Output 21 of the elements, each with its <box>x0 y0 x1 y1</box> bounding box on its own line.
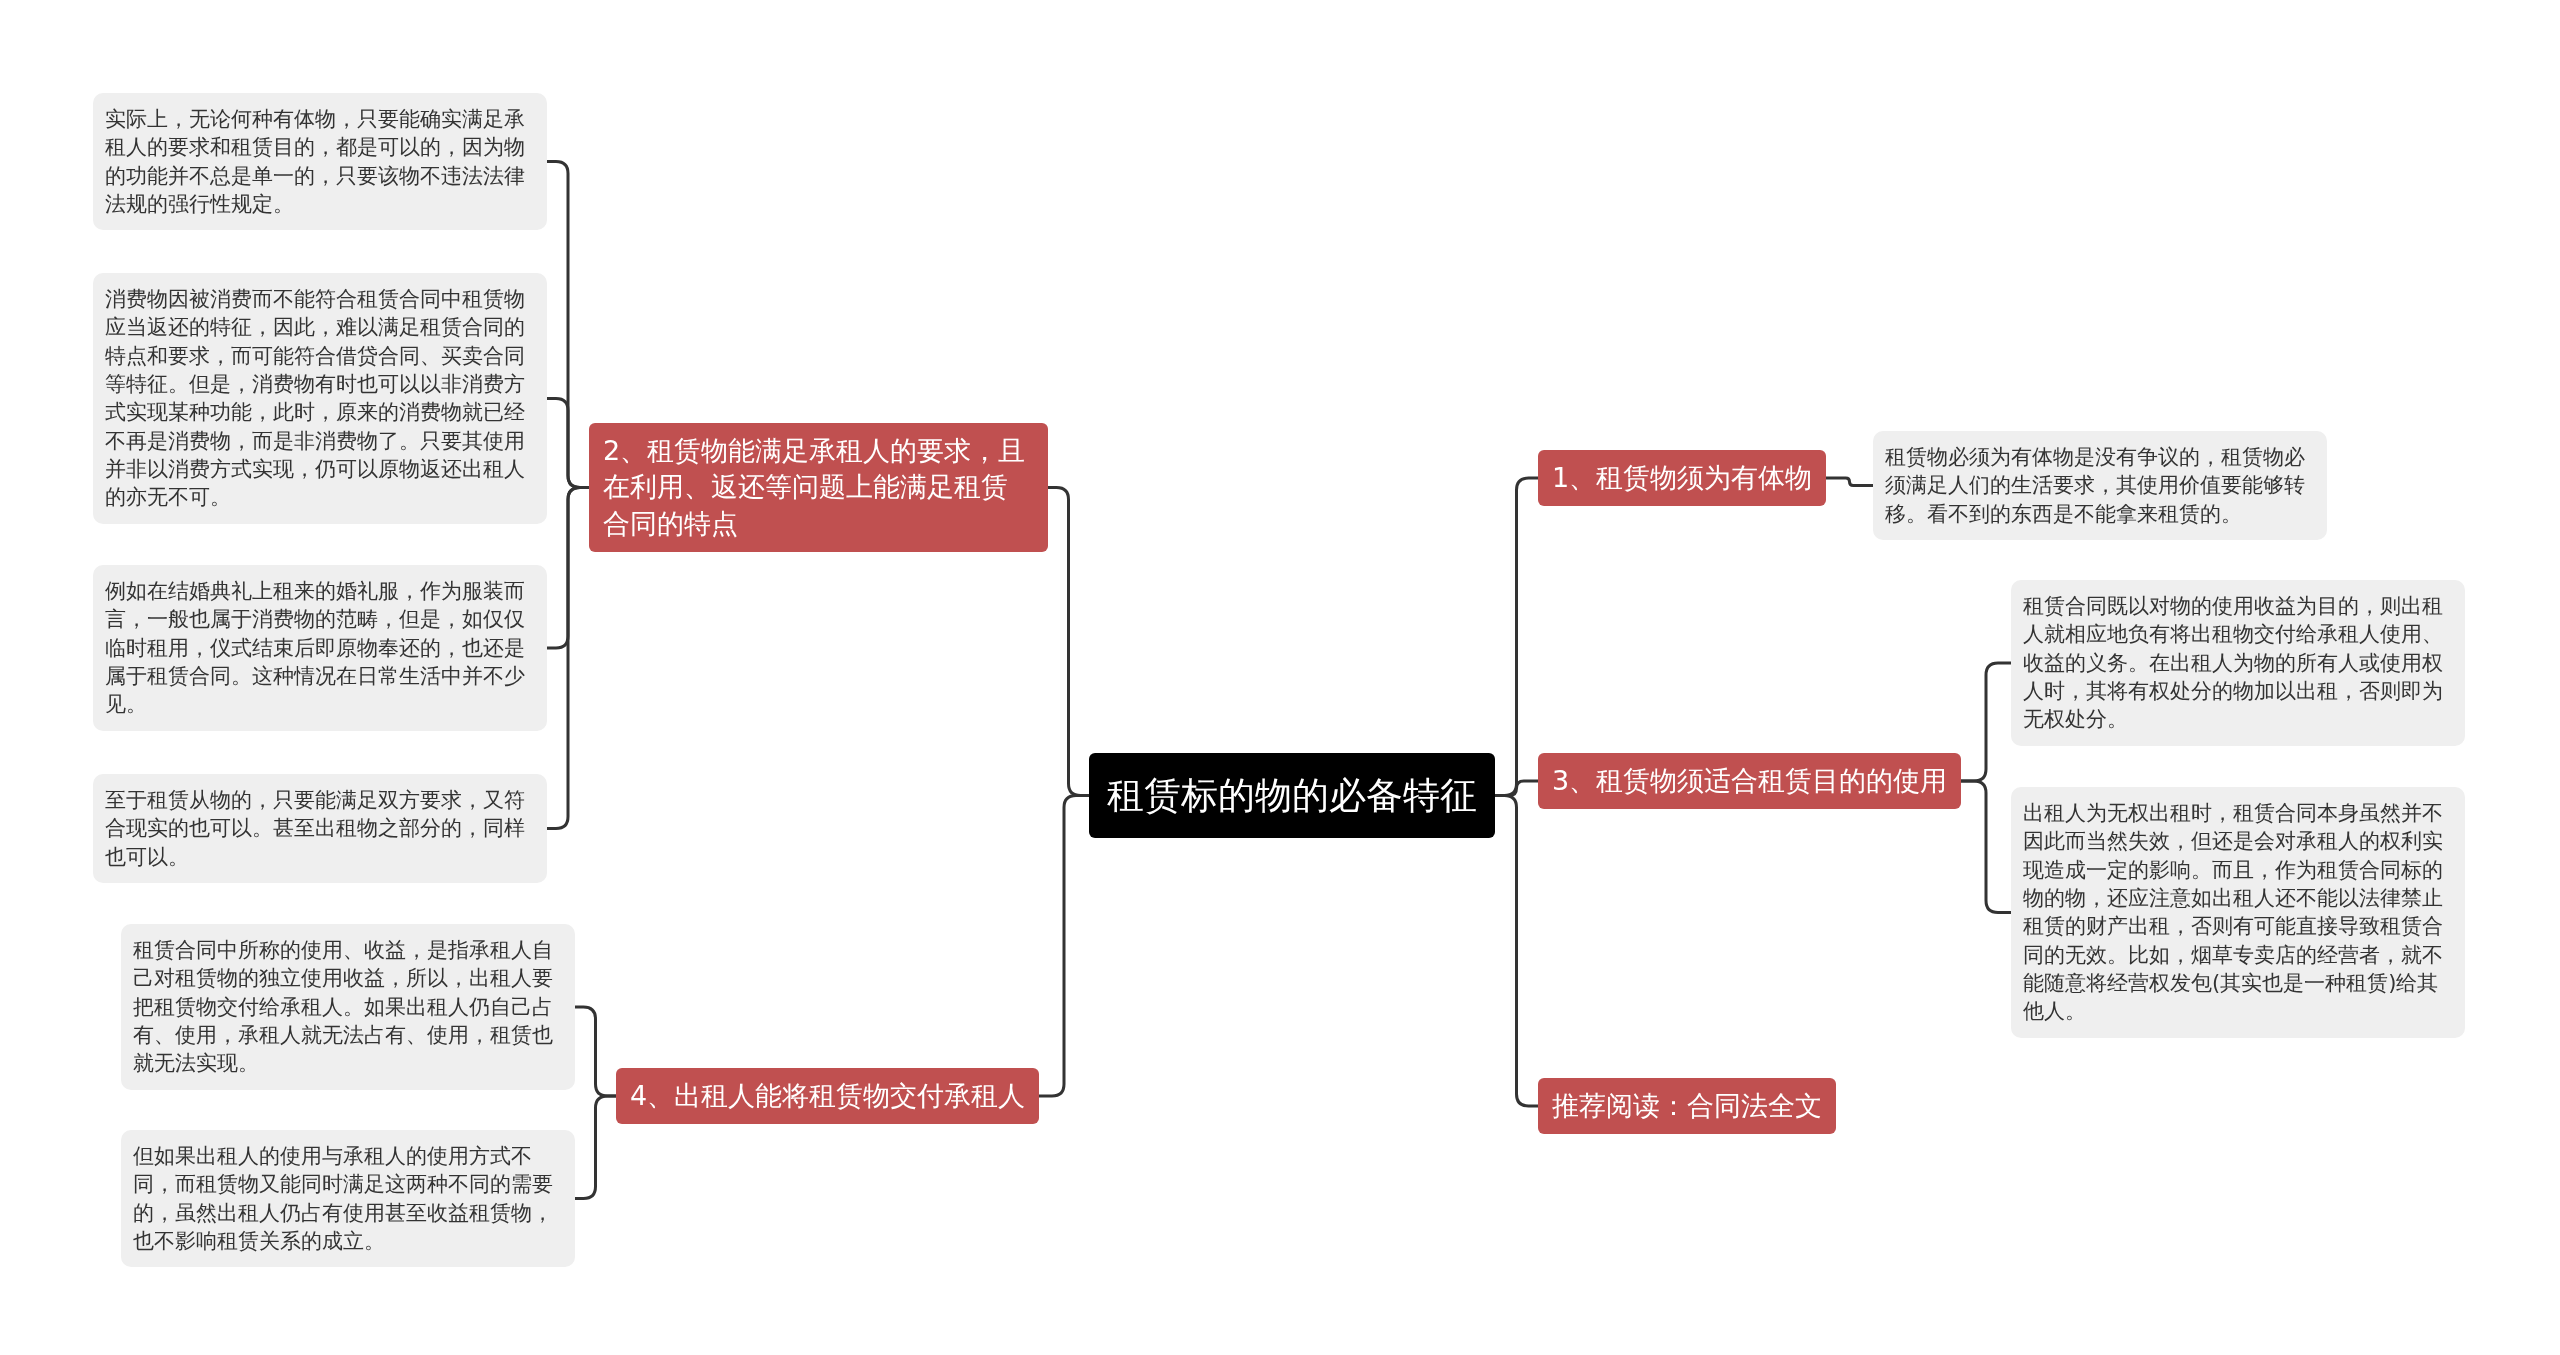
connector-line <box>547 486 589 830</box>
note-box: 租赁合同中所称的使用、收益，是指承租人自己对租赁物的独立使用收益，所以，出租人要把租赁物交付给承租人。如果出租人仍自己占有、使用，承租人就无法占有、使用，租赁也就无法实现。 <box>121 924 575 1090</box>
topic-box: 1、租赁物须为有体物 <box>1538 450 1827 507</box>
connector-line <box>1826 476 1873 487</box>
connector-line <box>575 1094 616 1200</box>
note-box: 至于租赁从物的，只要能满足双方要求，又符合现实的也可以。甚至出租物之部分的，同样也可以。 <box>93 774 547 884</box>
topic-box: 3、租赁物须适合租赁目的的使用 <box>1538 753 1962 810</box>
note-box: 消费物因被消费而不能符合租赁合同中租赁物应当返还的特征，因此，难以满足租赁合同的特点和要求，而可能符合借贷合同、买卖合同等特征。但是，消费物有时也可以以非消费方式实现某种功能，此时，原来的消费物就已经不再是消费物，而是非消费物了。只要其使用并非以消费方式实现，仍可以原物返还出租人的亦无不可。 <box>93 273 547 524</box>
topic-box: 推荐阅读：合同法全文 <box>1538 1078 1836 1135</box>
topic-box: 2、租赁物能满足承租人的要求，且在利用、返还等问题上能满足租赁合同的特点 <box>589 423 1048 553</box>
note-box: 出租人为无权出租时，租赁合同本身虽然并不因此而当然失效，但还是会对承租人的权利实现造成一定的影响。而且，作为租赁合同标的物的物，还应注意如出租人还不能以法律禁止租赁的财产出租，否则有可能直接导致租赁合同的无效。比如，烟草专卖店的经营者，就不能随意将经营权发包(其实也是一种租赁)给其他人。 <box>2011 787 2465 1038</box>
connector-line <box>1961 779 2011 914</box>
connector-line <box>1495 794 1538 1108</box>
connector-line <box>1039 794 1089 1098</box>
note-box: 实际上，无论何种有体物，只要能确实满足承租人的要求和租赁目的，都是可以的，因为物的功能并不总是单一的，只要该物不违法法律法规的强行性规定。 <box>93 93 547 231</box>
note-box: 租赁合同既以对物的使用收益为目的，则出租人就相应地负有将出租物交付给承租人使用、收益的义务。在出租人为物的所有人或使用权人时，其将有权处分的物加以出租，否则即为无权处分。 <box>2011 580 2465 746</box>
root-topic-box: 租赁标的物的必备特征 <box>1089 753 1495 838</box>
topic-box: 4、出租人能将租赁物交付承租人 <box>616 1068 1040 1125</box>
note-box: 租赁物必须为有体物是没有争议的，租赁物必须满足人们的生活要求，其使用价值要能够转移。看不到的东西是不能拿来租赁的。 <box>1873 431 2327 541</box>
note-box: 但如果出租人的使用与承租人的使用方式不同，而租赁物又能同时满足这两种不同的需要的，虽然出租人仍占有使用甚至收益租赁物，也不影响租赁关系的成立。 <box>121 1130 575 1268</box>
note-box: 例如在结婚典礼上租来的婚礼服，作为服装而言，一般也属于消费物的范畴，但是，如仅仅临时租用，仪式结束后即原物奉还的，也还是属于租赁合同。这种情况在日常生活中并不少见。 <box>93 565 547 731</box>
